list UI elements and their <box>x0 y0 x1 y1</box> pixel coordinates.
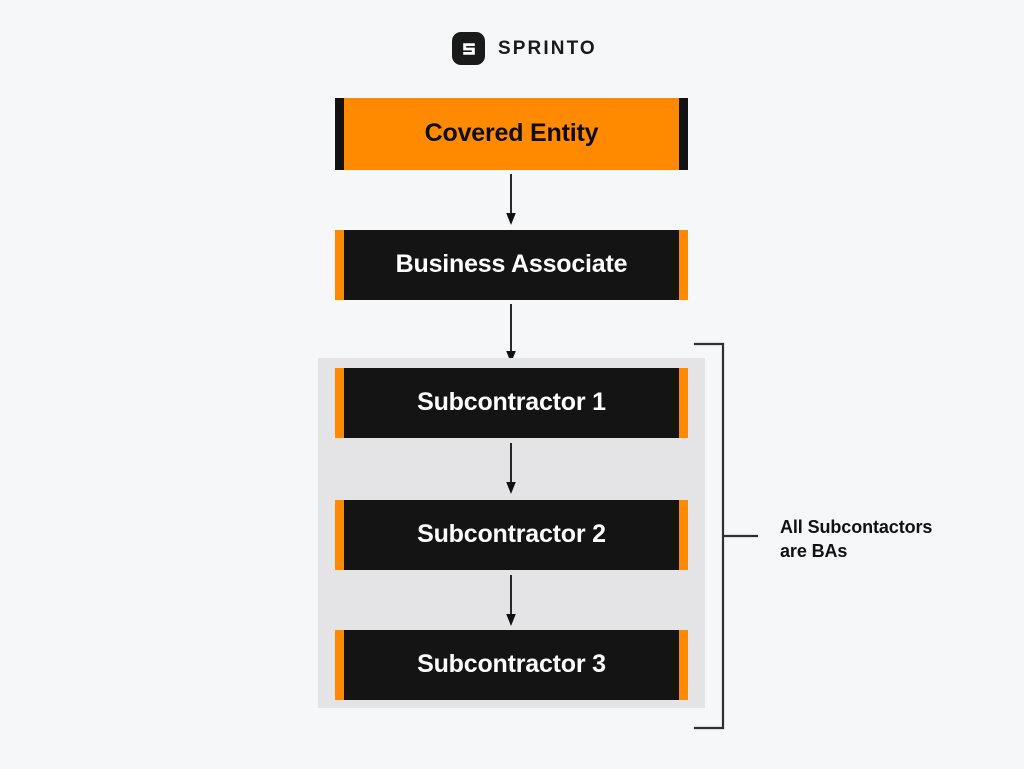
bracket-annotation-label: All Subcontactors are BAs <box>780 517 933 561</box>
node-subcontractor-3-label: Subcontractor 3 <box>417 650 606 679</box>
node-subcontractor-3[interactable]: Subcontractor 3 <box>335 630 688 700</box>
node-subcontractor-1[interactable]: Subcontractor 1 <box>335 368 688 438</box>
node-subcontractor-2[interactable]: Subcontractor 2 <box>335 500 688 570</box>
node-subcontractor-1-label: Subcontractor 1 <box>417 388 606 417</box>
arrow-subcontractor-2-to-subcontractor-3 <box>504 575 518 627</box>
sprinto-s-logo-icon <box>452 32 485 65</box>
node-covered-entity[interactable]: Covered Entity <box>335 98 688 170</box>
subcontractors-bracket <box>693 342 774 730</box>
brand-logo: SPRINTO <box>452 32 597 65</box>
arrow-covered-entity-to-business-associate <box>504 174 518 226</box>
node-subcontractor-2-label: Subcontractor 2 <box>417 520 606 549</box>
node-business-associate[interactable]: Business Associate <box>335 230 688 300</box>
arrow-subcontractor-1-to-subcontractor-2 <box>504 443 518 495</box>
node-business-associate-label: Business Associate <box>395 250 628 279</box>
brand-name: SPRINTO <box>498 38 597 59</box>
node-covered-entity-label: Covered Entity <box>424 119 599 148</box>
arrow-business-associate-to-subcontractor-1 <box>504 304 518 364</box>
